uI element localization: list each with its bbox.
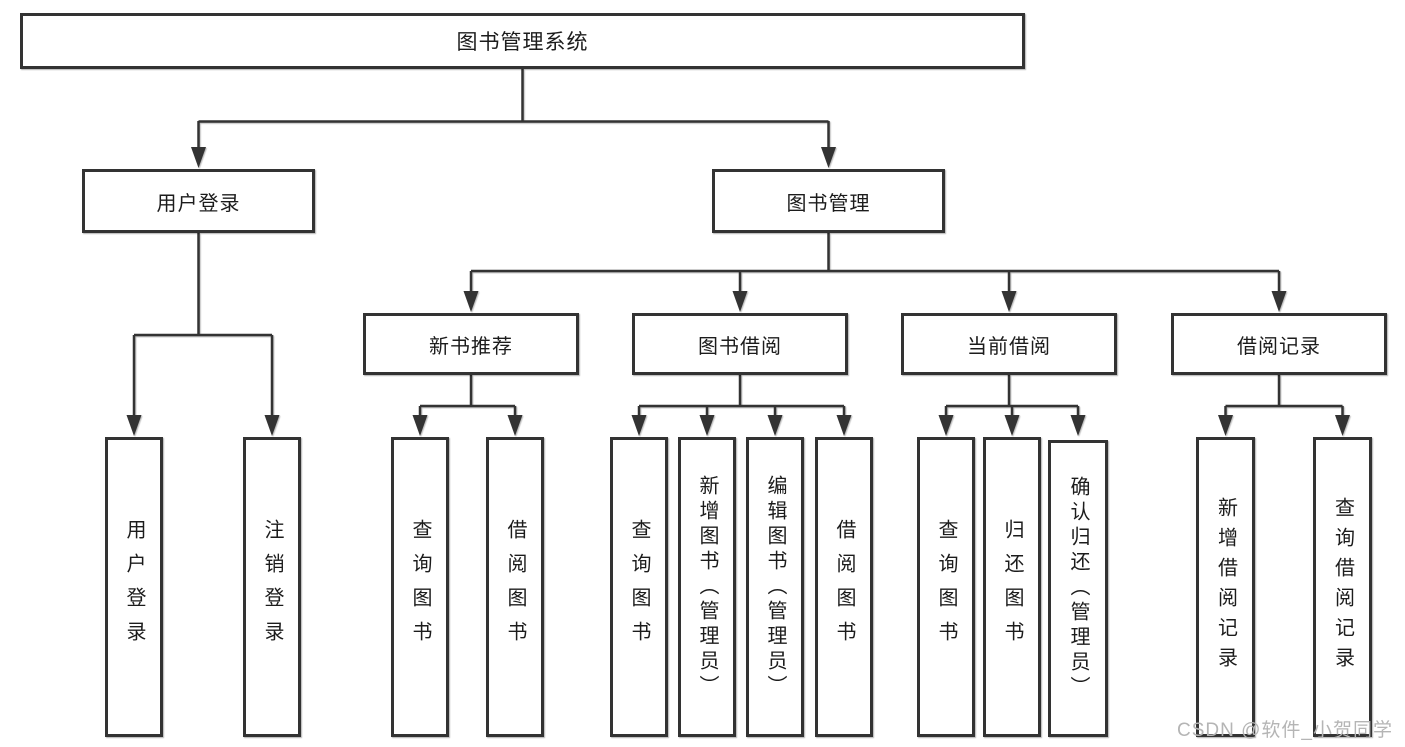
leaf-query-books-recommend: 查询图书 [391,437,449,737]
leaf-label: 确认归还（管理员） [1067,476,1089,701]
leaf-return-books: 归还图书 [983,437,1041,737]
leaf-label: 注销登录 [261,519,283,655]
leaf-label: 借阅图书 [504,519,526,655]
leaf-label: 新增图书（管理员） [696,474,718,700]
leaf-label: 用户登录 [123,519,145,655]
node-book-borrowing: 图书借阅 [632,313,848,375]
node-user-login-branch: 用户登录 [82,169,315,233]
node-borrowing-records: 借阅记录 [1171,313,1387,375]
leaf-add-borrow-record: 新增借阅记录 [1196,437,1255,737]
node-current-borrowing: 当前借阅 [901,313,1117,375]
leaf-label: 查询图书 [935,519,957,655]
leaf-label: 归还图书 [1001,519,1023,655]
node-new-book-recommendation: 新书推荐 [363,313,579,375]
leaf-label: 查询借阅记录 [1331,497,1354,677]
leaf-label: 借阅图书 [833,519,855,655]
leaf-borrow-books-recommend: 借阅图书 [486,437,544,737]
leaf-edit-books-admin: 编辑图书（管理员） [746,437,804,737]
node-book-management-branch: 图书管理 [712,169,945,233]
leaf-add-books-admin: 新增图书（管理员） [678,437,736,737]
watermark: CSDN @软件_小贺同学 [1177,720,1393,741]
leaf-query-books-current: 查询图书 [917,437,975,737]
leaf-user-login: 用户登录 [105,437,163,737]
leaf-label: 查询图书 [409,519,431,655]
leaf-label: 新增借阅记录 [1214,497,1237,677]
leaf-label: 编辑图书（管理员） [764,474,786,700]
leaf-query-borrow-record: 查询借阅记录 [1313,437,1372,737]
leaf-label: 查询图书 [628,519,650,655]
leaf-query-books-borrow: 查询图书 [610,437,668,737]
node-library-management-system: 图书管理系统 [20,13,1025,69]
leaf-logout: 注销登录 [243,437,301,737]
leaf-borrow-books: 借阅图书 [815,437,873,737]
leaf-confirm-return-admin: 确认归还（管理员） [1048,440,1108,737]
